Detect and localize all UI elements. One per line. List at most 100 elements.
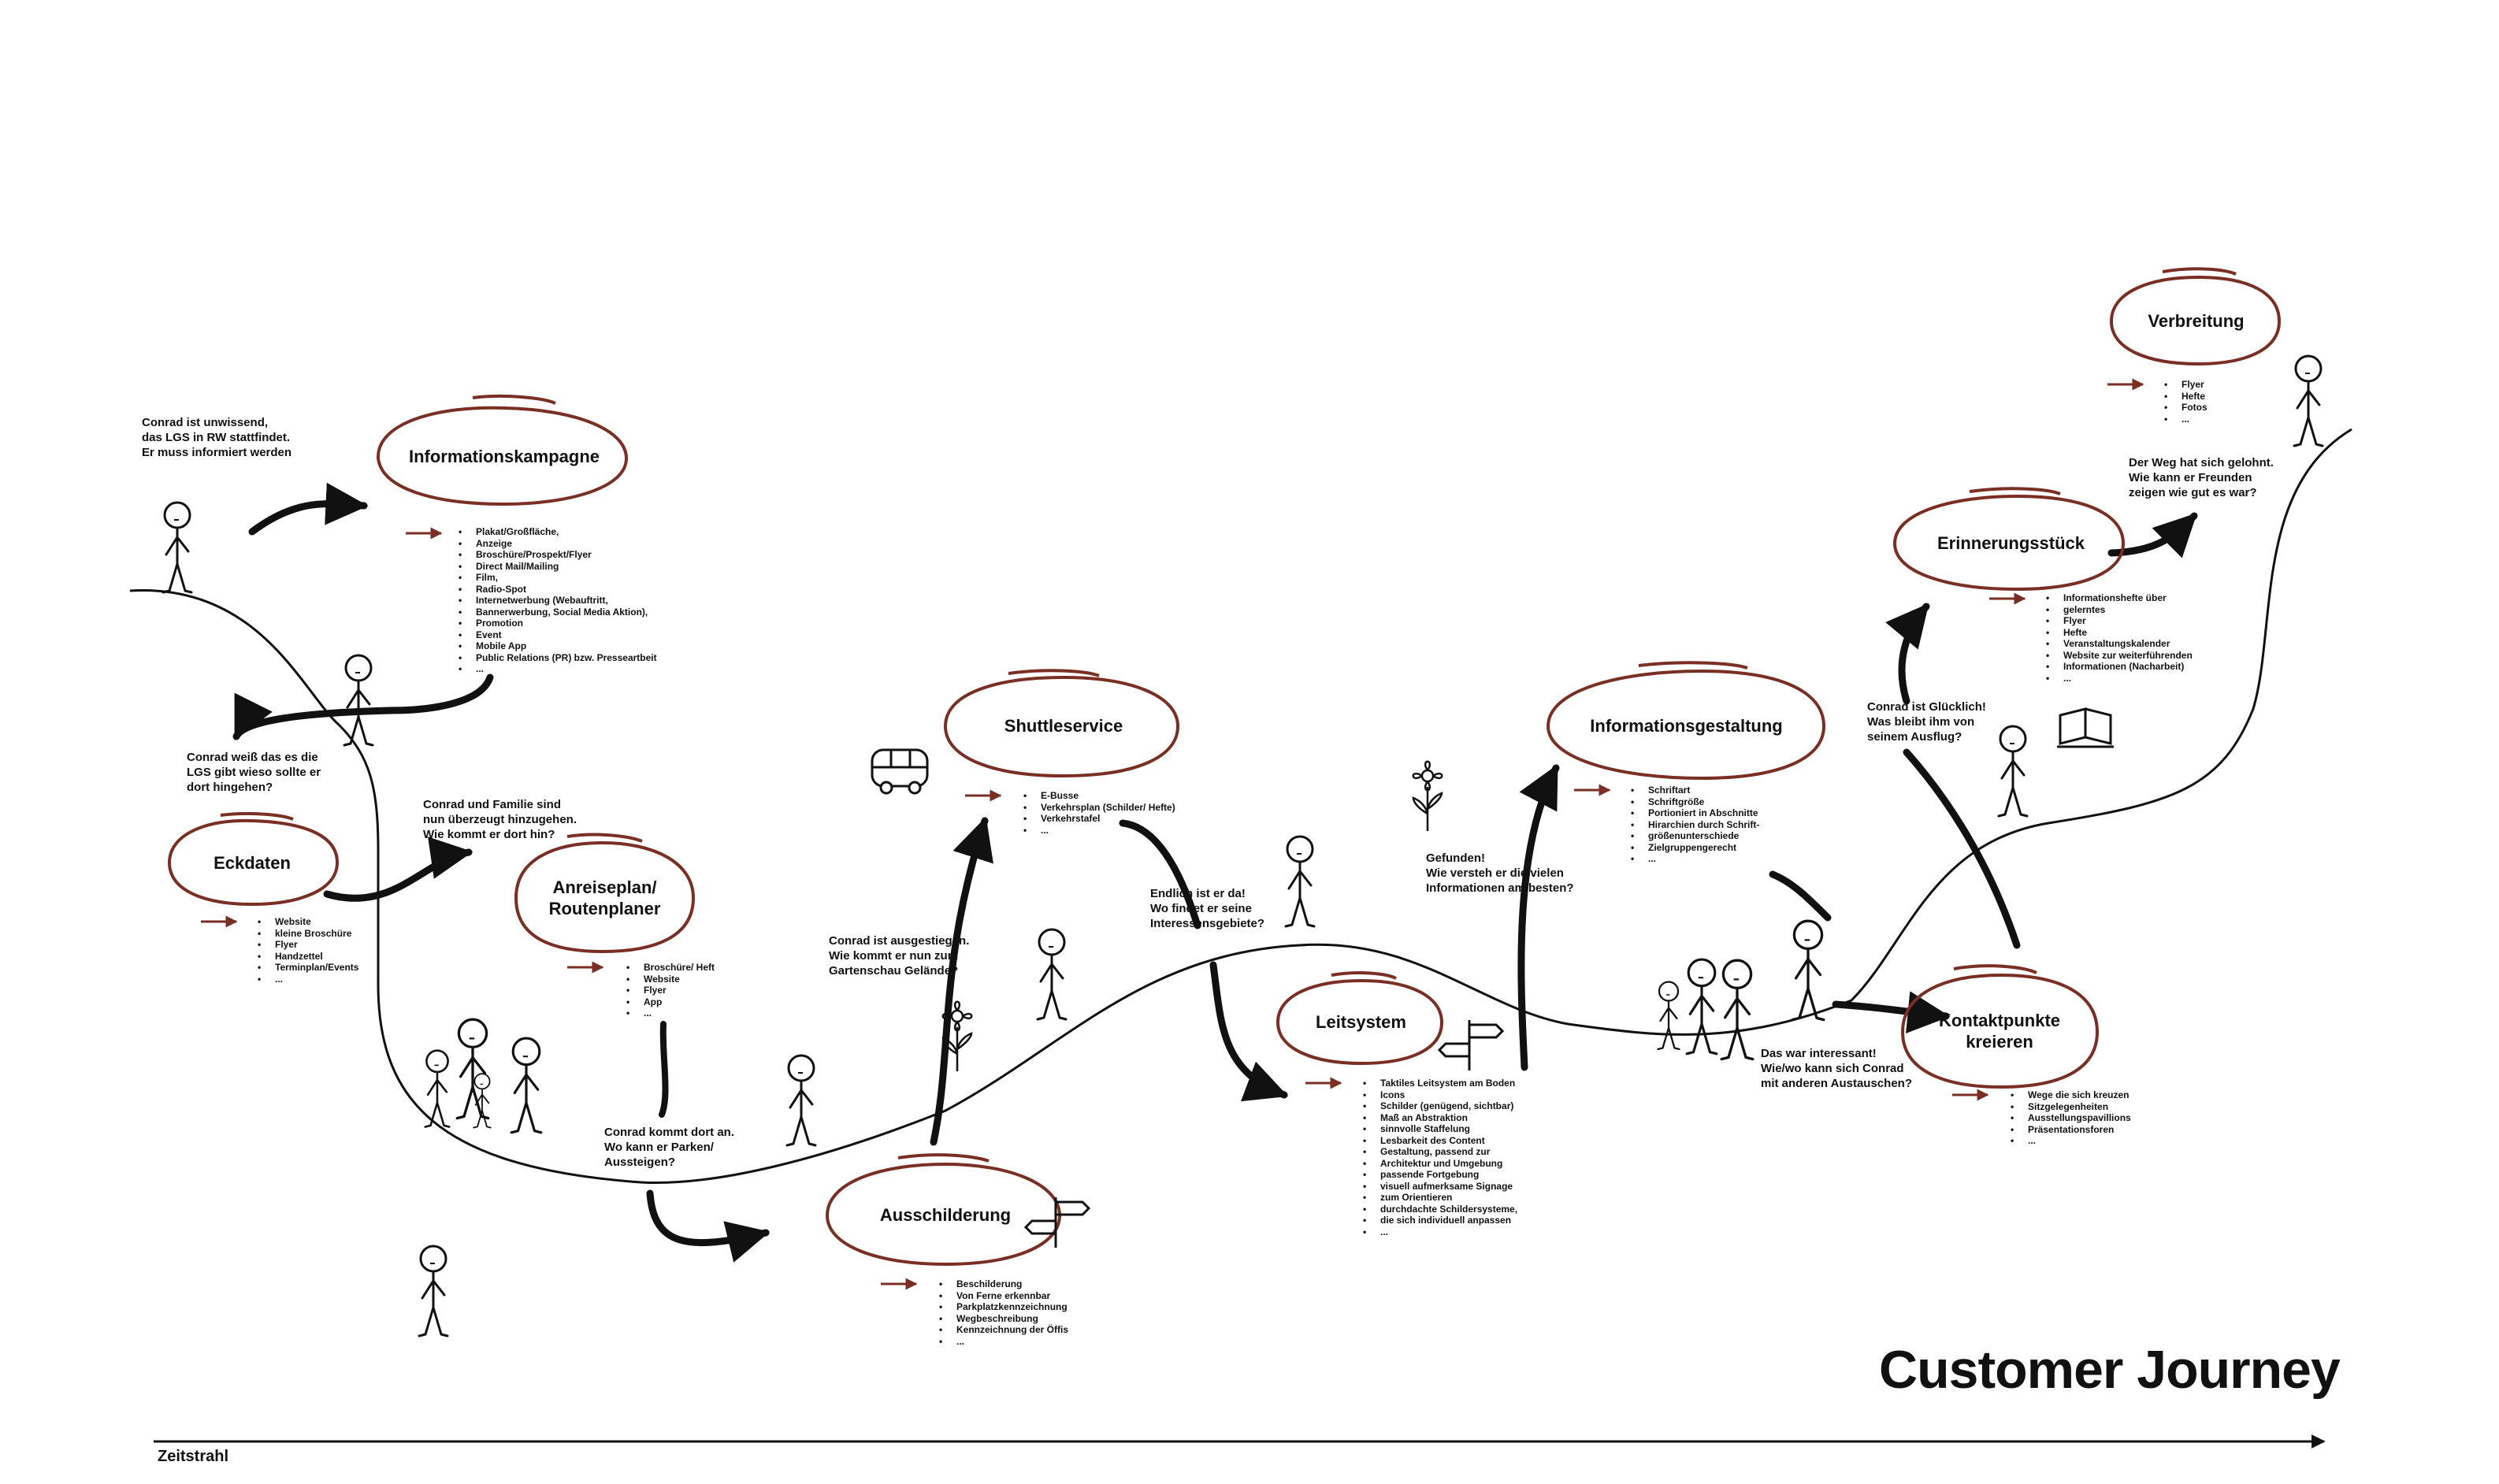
flow-arrow-10 — [1769, 870, 1832, 922]
list-item: Plakat/Großfläche, — [459, 526, 657, 538]
list-item: Website zur weiterführenden — [2046, 650, 2193, 662]
list-item: Präsentationsforen — [2011, 1124, 2131, 1136]
list-item: Verkehrstafel — [1023, 813, 1175, 825]
family-figure — [424, 1049, 451, 1128]
list-item: Taktiles Leitsystem am Boden — [1363, 1078, 1517, 1089]
list-item: Portioniert in Abschnitte — [1631, 807, 1759, 819]
conrad-figure — [785, 1054, 817, 1147]
list-item: Flyer — [258, 939, 358, 951]
flow-arrow-9 — [1517, 764, 1560, 1071]
stage-list-informationsgestaltung: Schriftart Schriftgröße Portioniert in A… — [1629, 785, 1759, 865]
stage-list-ausschilderung: Beschilderung Von Ferne erkennbar Parkpl… — [938, 1278, 1068, 1347]
list-item: ... — [2011, 1135, 2131, 1147]
list-item: Kennzeichnung der Öffis — [939, 1324, 1068, 1336]
list-item: Hefte — [2046, 627, 2193, 639]
stage-list-anreiseplan: Broschüre/ Heft Website Flyer App ... — [625, 962, 715, 1019]
list-item: Broschüre/ Heft — [626, 962, 715, 974]
story-text: Conrad ist ausgestiegen. Wie kommt er nu… — [829, 934, 970, 978]
stage-label-kontaktpunkte: Kontaktpunkte kreieren — [1939, 1011, 2060, 1052]
conrad-figure — [2293, 354, 2324, 447]
list-item: Gestaltung, passend zur — [1363, 1146, 1517, 1158]
signpost-icon — [1438, 1018, 1504, 1072]
stage-label-erinnerungsstueck: Erinnerungsstück — [1936, 533, 2085, 553]
flow-arrow-13 — [1885, 603, 1930, 705]
list-item: die sich individuell anpassen — [1363, 1215, 1517, 1226]
flow-arrows — [232, 482, 2198, 1263]
flow-arrow-2 — [232, 673, 494, 740]
list-item: Veranstaltungskalender — [2046, 638, 2193, 650]
list-item: Schriftgröße — [1631, 796, 1759, 808]
list-item: Flyer — [626, 985, 715, 996]
list-item: zum Orientieren — [1363, 1192, 1517, 1204]
list-item: ... — [2164, 414, 2208, 425]
flow-arrow-12 — [1903, 748, 2021, 949]
conrad-figure — [162, 501, 193, 594]
list-item: Hefte — [2164, 391, 2208, 403]
stage-label-informationskampagne: Informationskampagne — [408, 447, 600, 466]
list-item: Flyer — [2164, 379, 2208, 391]
family-figure — [455, 1018, 490, 1120]
stage-list-verbreitung: Flyer Hefte Fotos ... — [2163, 379, 2208, 425]
conrad-figure — [1036, 928, 1068, 1021]
list-item: Beschilderung — [939, 1278, 1068, 1290]
list-item: Zielgruppengerecht — [1631, 842, 1759, 854]
conrad-figure — [1997, 725, 2029, 818]
list-item: Event — [459, 629, 657, 641]
list-item: Fotos — [2164, 402, 2207, 414]
stage-label-verbreitung: Verbreitung — [2148, 311, 2245, 331]
list-item: Website — [258, 916, 358, 928]
list-item: sinnvolle Staffelung — [1363, 1123, 1517, 1135]
list-item: Von Ferne erkennbar — [939, 1290, 1068, 1302]
list-item: passende Fortgebung — [1363, 1169, 1517, 1181]
list-item: Wegbeschreibung — [939, 1313, 1068, 1325]
list-item: Schilder (genügend, sichtbar) — [1363, 1100, 1517, 1112]
story-text: Conrad und Familie sind nun überzeugt hi… — [423, 798, 577, 841]
list-item: größenunterschiede — [1631, 830, 1759, 842]
conrad-figure — [1284, 835, 1316, 928]
list-item: Verkehrsplan (Schilder/ Hefte) — [1023, 802, 1175, 814]
list-item: ... — [1023, 825, 1175, 837]
stage-label-informationsgestaltung: Informationsgestaltung — [1590, 716, 1783, 736]
list-item: Flyer — [2046, 615, 2193, 627]
list-item: ... — [1631, 853, 1759, 865]
stage-ellipses — [168, 267, 2282, 1267]
list-item: Informationen (Nacharbeit) — [2046, 661, 2193, 673]
family-figure — [1685, 958, 1718, 1055]
family-figure — [510, 1037, 543, 1134]
stage-list-kontaktpunkte: Wege die sich kreuzen Sitzgelegenheiten … — [2009, 1089, 2131, 1147]
list-item: ... — [258, 974, 358, 985]
stage-list-shuttleservice: E-Busse Verkehrsplan (Schilder/ Hefte) V… — [1022, 790, 1175, 836]
list-item: E-Busse — [1023, 790, 1175, 802]
list-item: gelerntes — [2046, 604, 2193, 616]
list-item: Bannerwerbung, Social Media Aktion), — [459, 607, 657, 618]
list-item: Website — [626, 974, 715, 985]
stage-label-ausschilderung: Ausschilderung — [879, 1205, 1012, 1225]
stage-label-leitsystem: Leitsystem — [1316, 1012, 1406, 1032]
list-item: ... — [459, 663, 657, 675]
journey-curve — [129, 428, 2352, 1185]
list-item: Sitzgelegenheiten — [2011, 1101, 2131, 1113]
list-item: visuell aufmerksame Signage — [1363, 1181, 1517, 1193]
list-item: Schriftart — [1631, 785, 1759, 796]
list-pointers — [201, 378, 2144, 1290]
family-figure — [1657, 981, 1680, 1051]
list-item: Icons — [1363, 1089, 1517, 1101]
conrad-figure — [343, 654, 374, 747]
list-item: Film, — [459, 572, 657, 584]
flow-arrow-3 — [323, 837, 473, 902]
flow-arrow-14 — [2107, 512, 2198, 558]
story-text: Der Weg hat sich gelohnt. Wie kann er Fr… — [2129, 456, 2274, 499]
list-item: Handzettel — [258, 951, 358, 963]
list-item: Terminplan/Events — [258, 962, 359, 974]
list-item: ... — [1363, 1226, 1517, 1238]
list-item: Parkplatzkennzeichnung — [939, 1301, 1068, 1313]
flow-arrow-6 — [930, 816, 993, 1146]
list-item: Broschüre/Prospekt/Flyer — [459, 549, 657, 561]
timeline-label: Zeitstrahl — [158, 1448, 229, 1465]
story-text: Conrad ist Glücklich! Was bleibt ihm von… — [1867, 700, 1986, 744]
story-text: Conrad kommt dort an. Wo kann er Parken/… — [604, 1126, 735, 1169]
family-figure — [1791, 919, 1825, 1022]
list-item: Anzeige — [459, 538, 657, 550]
stage-list-informationskampagne: Plakat/Großfläche, Anzeige Broschüre/Pro… — [457, 526, 657, 675]
